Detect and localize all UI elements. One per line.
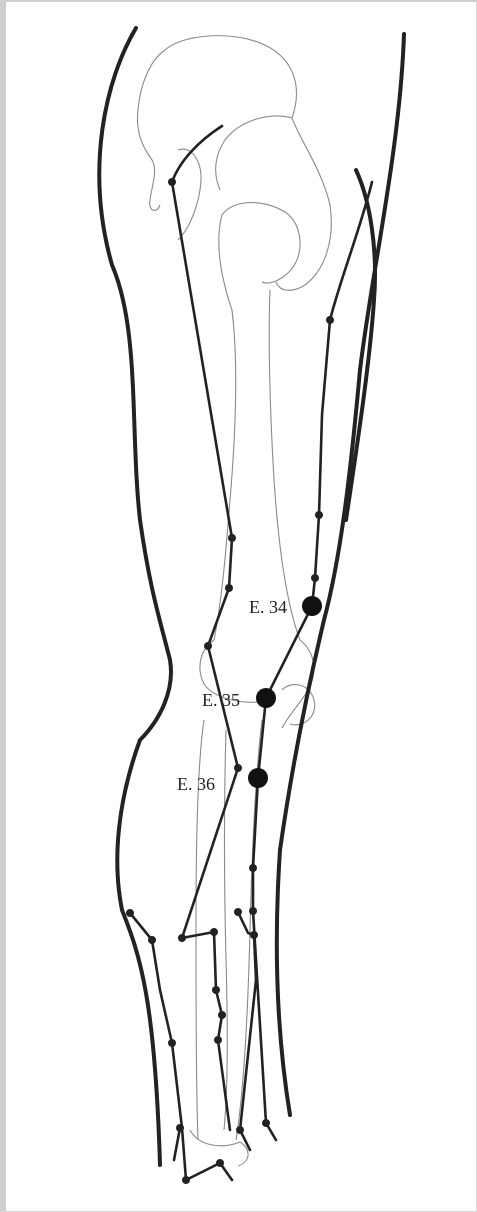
highlighted-acupoints: E. 34 E. 35 E. 36 [177,596,322,794]
acupoint-dot [182,1176,190,1184]
acupoint-dot [178,934,186,942]
acupoint-dot [228,534,236,542]
acupoint-dot [216,1159,224,1167]
acupoint-e35-marker [256,688,276,708]
acupoint-dot [212,986,220,994]
acupoint-dot [210,928,218,936]
pelvis-bone [137,36,331,291]
skeleton [137,36,331,1166]
acupoint-dot [126,909,134,917]
acupoint-dot [214,1036,222,1044]
meridian-line-side [130,913,232,1180]
acupoint-dots [126,178,334,1184]
femur-bone [214,215,300,640]
acupoint-dot [249,907,257,915]
meridian-line-lower-left [174,1128,180,1160]
leg-outline-right [277,34,404,1115]
acupoint-dot [249,864,257,872]
meridian-line-upper [172,126,238,1130]
acupoint-dot [148,936,156,944]
acupoint-dot [236,1126,244,1134]
meridian-line-shin [238,911,276,1150]
acupoint-dot [234,908,242,916]
acupoint-dot [225,584,233,592]
acupoint-dot [168,1039,176,1047]
femoral-head [222,203,300,283]
acupoint-e34-label: E. 34 [249,597,287,617]
acupoint-dot [315,511,323,519]
acupoint-e36-marker [248,768,268,788]
acupoint-e34-marker [302,596,322,616]
acupoint-e36-label: E. 36 [177,774,215,794]
acupoint-dot [311,574,319,582]
acupoint-dot [326,316,334,324]
acupoint-dot [218,1011,226,1019]
acupoint-dot [234,764,242,772]
acupoint-dot [262,1119,270,1127]
fibula-bone [224,730,227,1130]
acupoint-dot [168,178,176,186]
meridian-line-front [253,182,372,911]
acupoint-dot [250,931,258,939]
acupoint-dot [204,642,212,650]
acupoint-dot [176,1124,184,1132]
acupoint-e35-label: E. 35 [202,690,240,710]
